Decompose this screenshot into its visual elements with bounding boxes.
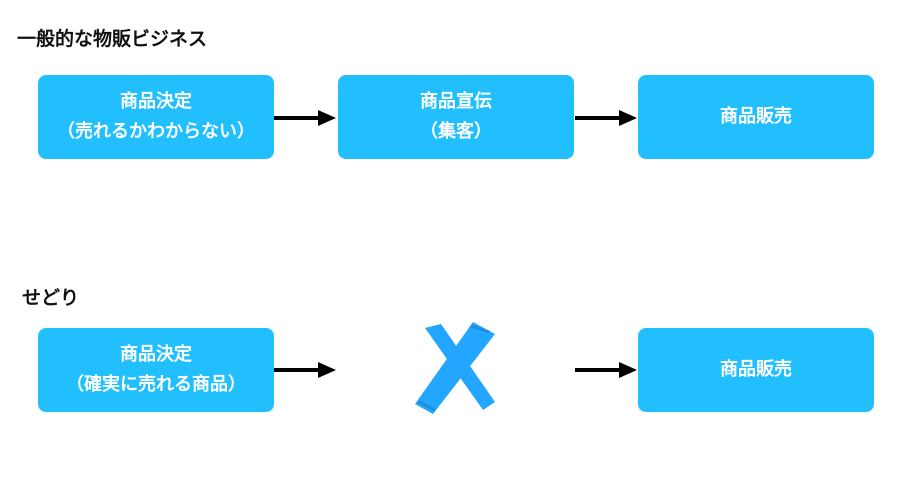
general-step-product-decision: 商品決定 （売れるかわからない） [38, 75, 274, 159]
general-step3-line1: 商品販売 [720, 106, 792, 127]
general-step1-line1: 商品決定 [120, 91, 192, 112]
general-step2-line2: （集客） [420, 121, 492, 142]
arrow-right-icon [274, 362, 336, 378]
sedori-step1-line2: （確実に売れる商品） [66, 374, 246, 395]
sedori-step-sales: 商品販売 [638, 328, 874, 412]
general-section-title: 一般的な物販ビジネス [17, 28, 208, 50]
arrow-right-icon [575, 110, 637, 126]
sedori-step3-line1: 商品販売 [720, 359, 792, 380]
sedori-section-title: せどり [22, 287, 80, 309]
general-step-promotion: 商品宣伝 （集客） [338, 75, 574, 159]
sedori-step-product-decision: 商品決定 （確実に売れる商品） [38, 328, 274, 412]
arrow-right-icon [575, 362, 637, 378]
general-step2-line1: 商品宣伝 [420, 91, 492, 112]
general-step1-line2: （売れるかわからない） [57, 121, 255, 142]
arrow-right-icon [274, 110, 336, 126]
cross-mark-icon [415, 322, 495, 414]
general-step-sales: 商品販売 [638, 75, 874, 159]
sedori-step1-line1: 商品決定 [120, 344, 192, 365]
